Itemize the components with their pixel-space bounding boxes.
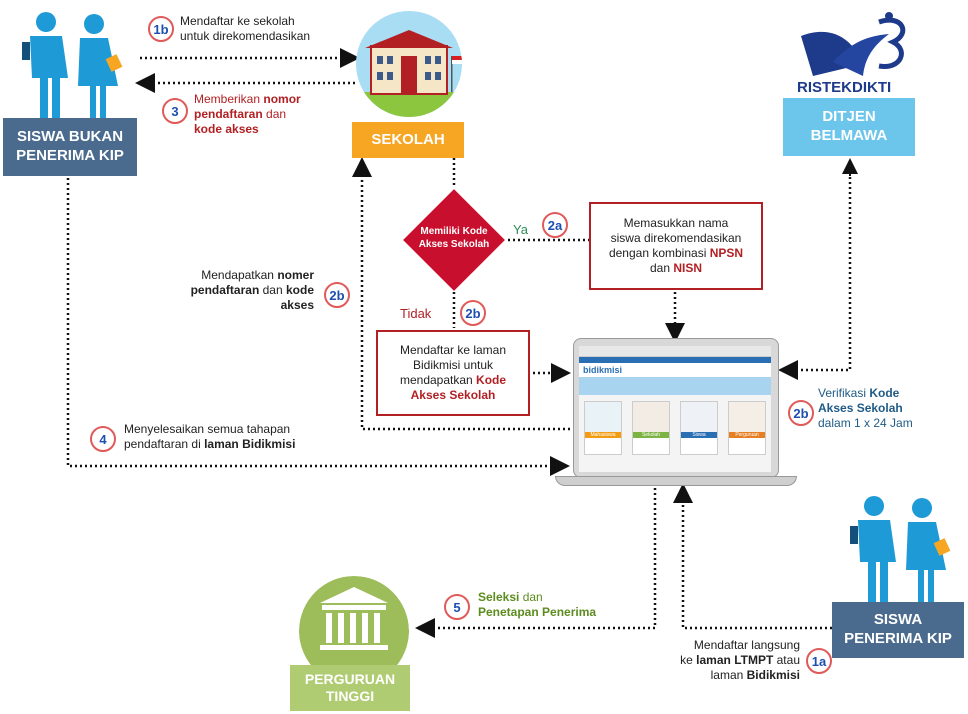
step-1b-line2: untuk direkomendasikan bbox=[180, 29, 311, 43]
laptop-card-mahasiswa: Mahasiswa bbox=[584, 401, 622, 455]
step-2b-right-l1b: Kode bbox=[869, 386, 900, 400]
step-2a-l4a: dan bbox=[649, 261, 674, 275]
step-badge-2b-left: 2b bbox=[324, 282, 350, 308]
step-2b-left-l2b: dan bbox=[259, 283, 286, 297]
ristekdikti-logo: RISTEKDIKTI bbox=[797, 12, 906, 96]
connector-laptop-sekolah bbox=[352, 157, 575, 431]
step-2b-tidak-l2: Bidikmisi untuk bbox=[412, 358, 494, 372]
node-siswa-penerima-line1: SISWA bbox=[873, 611, 923, 629]
node-ditjen-line2: BELMAWA bbox=[810, 127, 888, 144]
laptop-screen: bidikmisi Mahasiswa Sekolah Siswa Pergur… bbox=[579, 346, 771, 472]
laptop-card-sekolah: Sekolah bbox=[632, 401, 670, 455]
step-4-text: Menyelesaikan semua tahapan pendaftaran … bbox=[124, 422, 295, 452]
step-2b-right-l3: dalam 1 x 24 Jam bbox=[818, 416, 913, 430]
step-2a-l4b: NISN bbox=[673, 261, 703, 275]
step-badge-3: 3 bbox=[162, 98, 188, 124]
step-1a-l2c: atau bbox=[773, 653, 800, 667]
step-2b-right-l1a: Verifikasi bbox=[818, 386, 870, 400]
connector-4 bbox=[66, 178, 570, 476]
step-4-l1: Menyelesaikan semua tahapan bbox=[124, 422, 291, 436]
node-siswa-bukan-line1: SISWA BUKAN bbox=[16, 128, 124, 146]
step-5-l2: Penetapan Penerima bbox=[478, 605, 597, 619]
step-2a-l3a: dengan kombinasi bbox=[608, 246, 710, 260]
node-siswa-penerima-kip: SISWA PENERIMA KIP bbox=[832, 602, 964, 658]
decision-diamond: Memiliki Kode Akses Sekolah bbox=[403, 189, 505, 291]
step-1b-text: Mendaftar ke sekolah untuk direkomendasi… bbox=[180, 14, 310, 44]
step-5-text: Seleksi dan Penetapan Penerima bbox=[478, 590, 596, 620]
step-badge-2a: 2a bbox=[542, 212, 568, 238]
step-badge-4: 4 bbox=[90, 426, 116, 452]
step-2b-left-text: Mendapatkan nomer pendaftaran dan kode a… bbox=[188, 268, 314, 313]
label-tidak: Tidak bbox=[400, 306, 432, 321]
node-perguruan-line1: PERGURUAN bbox=[304, 670, 396, 687]
step-1a-l3a: laman bbox=[710, 668, 747, 682]
step-2b-left-l2a: pendaftaran bbox=[190, 283, 260, 297]
step-badge-5: 5 bbox=[444, 594, 470, 620]
step-3-text: Memberikan nomor pendaftaran dan kode ak… bbox=[194, 92, 301, 137]
laptop-card-perguruan: Perguruan bbox=[728, 401, 766, 455]
step-2a-l1: Memasukkan nama bbox=[623, 216, 729, 230]
step-badge-1a: 1a bbox=[806, 648, 832, 674]
node-ditjen-belmawa: DITJEN BELMAWA bbox=[783, 98, 915, 156]
laptop-card-siswa: Siswa bbox=[680, 401, 718, 455]
students-recipient-icon bbox=[850, 496, 951, 602]
students-icon bbox=[22, 12, 123, 118]
step-2b-right-text: Verifikasi Kode Akses Sekolah dalam 1 x … bbox=[818, 386, 913, 431]
step-4-l2b: laman Bidikmisi bbox=[204, 437, 296, 451]
step-2b-tidak-l4: Akses Sekolah bbox=[410, 388, 496, 402]
step-5-l1a: Seleksi bbox=[478, 590, 520, 604]
node-siswa-bukan-line2: PENERIMA KIP bbox=[16, 147, 124, 164]
decision-line2: Akses Sekolah bbox=[418, 239, 490, 250]
step-2b-tidak-l1: Mendaftar ke laman bbox=[399, 343, 507, 357]
step-badge-2b-tidak: 2b bbox=[460, 300, 486, 326]
node-perguruan-line2: TINGGI bbox=[325, 688, 375, 704]
step-2b-tidak-box: Mendaftar ke laman Bidikmisi untuk menda… bbox=[376, 330, 530, 416]
node-sekolah: SEKOLAH bbox=[352, 122, 464, 158]
laptop-brand: bidikmisi bbox=[579, 363, 771, 377]
decision-line1: Memiliki Kode bbox=[420, 226, 488, 237]
school-icon bbox=[356, 11, 462, 117]
university-icon bbox=[299, 576, 409, 665]
step-2a-l2: siswa direkomendasikan bbox=[610, 231, 742, 245]
ristekdikti-text: RISTEKDIKTI bbox=[797, 79, 891, 96]
label-ya: Ya bbox=[513, 222, 528, 237]
connector-5 bbox=[415, 488, 657, 638]
step-1a-l1: Mendaftar langsung bbox=[693, 638, 800, 652]
step-2b-tidak-l3a: mendapatkan bbox=[399, 373, 477, 387]
node-perguruan-tinggi: PERGURUAN TINGGI bbox=[290, 665, 410, 711]
step-1a-l2a: ke bbox=[680, 653, 697, 667]
step-badge-1b: 1b bbox=[148, 16, 174, 42]
step-3-l2b: dan bbox=[262, 107, 287, 121]
step-3-l2: pendaftaran bbox=[194, 107, 263, 121]
node-siswa-penerima-line2: PENERIMA KIP bbox=[844, 630, 952, 647]
step-3-l3: kode akses bbox=[194, 122, 259, 136]
step-1a-text: Mendaftar langsung ke laman LTMPT atau l… bbox=[640, 638, 800, 683]
laptop-bidikmisi: bidikmisi Mahasiswa Sekolah Siswa Pergur… bbox=[555, 338, 797, 488]
step-2a-l3b: NPSN bbox=[709, 246, 744, 260]
step-2a-box: Memasukkan nama siswa direkomendasikan d… bbox=[589, 202, 763, 290]
step-1a-l3b: Bidikmisi bbox=[746, 668, 800, 682]
step-2b-left-l1a: Mendapatkan bbox=[201, 268, 278, 282]
step-2b-right-l2: Akses Sekolah bbox=[818, 401, 903, 415]
connector-1a bbox=[673, 483, 832, 630]
step-3-l1a: Memberikan bbox=[194, 92, 264, 106]
step-1a-l2b: laman LTMPT bbox=[696, 653, 774, 667]
step-3-l1b: nomor bbox=[263, 92, 301, 106]
node-ditjen-line1: DITJEN bbox=[822, 108, 876, 126]
step-1b-line1: Mendaftar ke sekolah bbox=[180, 14, 295, 28]
step-2b-tidak-l3b: Kode bbox=[476, 373, 507, 387]
step-2b-left-l2c: kode bbox=[285, 283, 314, 297]
step-badge-2b-right: 2b bbox=[788, 400, 814, 426]
step-4-l2a: pendaftaran di bbox=[124, 437, 205, 451]
step-5-l1b: dan bbox=[519, 590, 543, 604]
step-2b-left-l1b: nomer bbox=[277, 268, 314, 282]
step-2b-left-l3: akses bbox=[280, 298, 314, 312]
node-siswa-bukan-penerima: SISWA BUKAN PENERIMA KIP bbox=[3, 118, 137, 176]
